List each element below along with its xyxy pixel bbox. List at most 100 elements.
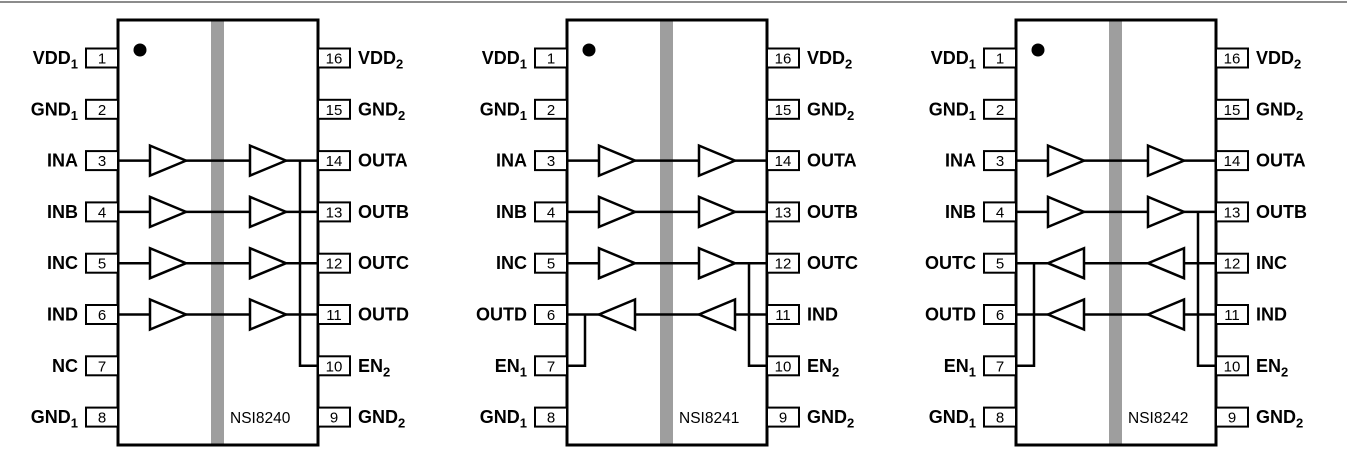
- pin-number: 10: [775, 358, 792, 375]
- pin-label: GND2: [807, 99, 854, 123]
- pin-number: 15: [1224, 102, 1241, 119]
- pin-box: [983, 201, 1017, 223]
- pin-box: [317, 252, 351, 274]
- pin-label: INC: [1256, 253, 1287, 273]
- buffer-triangle-right: [248, 297, 290, 332]
- pin-box: [534, 406, 568, 428]
- pin-label: VDD2: [358, 48, 403, 72]
- pin-label: VDD1: [931, 48, 976, 72]
- pin-box: [1215, 98, 1249, 120]
- pin-box: [1215, 47, 1249, 69]
- buffer-triangle-right: [697, 246, 739, 281]
- pin-number: 5: [996, 256, 1004, 273]
- pin-box: [534, 252, 568, 274]
- pin-box: [85, 150, 119, 172]
- pin1-indicator-dot: [1031, 43, 1045, 57]
- pin-number: 9: [779, 410, 787, 427]
- pin-label: OUTB: [1256, 202, 1307, 222]
- pin-box: [317, 304, 351, 325]
- pin-box: [766, 201, 800, 223]
- buffer-triangle-right: [248, 195, 290, 229]
- pin-number: 12: [775, 256, 792, 273]
- pin-label: OUTD: [476, 305, 527, 325]
- pin-label: INA: [496, 151, 527, 171]
- pin-label: INA: [47, 151, 78, 171]
- pin-number: 5: [547, 256, 555, 273]
- pin-label: INB: [945, 202, 976, 222]
- pin-box: [317, 47, 351, 69]
- pin-number: 2: [98, 102, 106, 119]
- pin-box: [1215, 406, 1249, 428]
- pin-number: 14: [326, 153, 343, 170]
- pin-label: OUTC: [807, 253, 858, 273]
- pin-number: 1: [996, 51, 1004, 68]
- pin-box: [85, 98, 119, 120]
- pin-label: GND1: [929, 99, 976, 123]
- pin-number: 4: [547, 204, 555, 221]
- pin-label: OUTC: [358, 253, 409, 273]
- pin-box: [766, 150, 800, 172]
- buffer-triangle-left: [1144, 246, 1186, 281]
- buffer-triangle-left: [695, 297, 737, 332]
- pin-box: [766, 406, 800, 428]
- pin-number: 13: [1224, 204, 1241, 221]
- pin-box: [534, 98, 568, 120]
- pin-number: 14: [1224, 153, 1241, 170]
- pin-number: 1: [547, 51, 555, 68]
- pin-label: IND: [1256, 305, 1287, 325]
- pin-box: [766, 355, 800, 377]
- pin-box: [983, 252, 1017, 274]
- enable-wire: [298, 160, 318, 368]
- enable-wire: [1016, 263, 1036, 368]
- pin-number: 7: [98, 358, 106, 375]
- buffer-triangle-right: [1046, 195, 1088, 229]
- pin-label: GND2: [358, 407, 405, 431]
- buffer-triangle-right: [248, 143, 290, 178]
- pin-number: 11: [326, 307, 342, 324]
- pin-box: [1215, 355, 1249, 377]
- pin-box: [983, 406, 1017, 428]
- buffer-triangle-left: [1044, 246, 1086, 281]
- pin-number: 13: [326, 204, 343, 221]
- pin-number: 16: [326, 51, 343, 68]
- pin-label: EN2: [358, 356, 390, 380]
- pin-box: [85, 304, 119, 325]
- pin-box: [85, 406, 119, 428]
- chip-name: NSI8242: [1128, 410, 1188, 427]
- pin-box: [766, 252, 800, 274]
- buffer-triangle-left: [595, 297, 637, 332]
- pin-box: [317, 355, 351, 377]
- pin-number: 9: [1228, 410, 1236, 427]
- pin-number: 2: [996, 102, 1004, 119]
- buffer-triangle-right: [148, 195, 190, 229]
- enable-wire: [747, 263, 767, 368]
- pin-number: 3: [98, 153, 106, 170]
- pin-box: [766, 98, 800, 120]
- pin-box: [766, 304, 800, 325]
- pin-label: INB: [496, 202, 527, 222]
- pin-label: GND2: [807, 407, 854, 431]
- pin-number: 8: [996, 410, 1004, 427]
- pin-label: EN2: [807, 356, 839, 380]
- pin-label: GND1: [480, 99, 527, 123]
- pin-label: VDD2: [807, 48, 852, 72]
- chip-name: NSI8240: [230, 410, 291, 427]
- pin-label: OUTA: [358, 151, 408, 171]
- pin-number: 16: [1224, 51, 1241, 68]
- buffer-triangle-right: [597, 143, 639, 178]
- pin-number: 15: [326, 102, 343, 119]
- isolation-barrier: [660, 21, 673, 444]
- pin1-indicator-dot: [582, 43, 596, 57]
- isolation-barrier: [1109, 21, 1122, 444]
- pin-label: NC: [52, 356, 78, 376]
- pin-box: [85, 252, 119, 274]
- pin-number: 10: [1224, 358, 1241, 375]
- pin-number: 9: [330, 410, 338, 427]
- enable-wire: [1196, 211, 1216, 368]
- pin-box: [534, 304, 568, 325]
- pin-box: [534, 355, 568, 377]
- buffer-triangle-right: [148, 143, 190, 178]
